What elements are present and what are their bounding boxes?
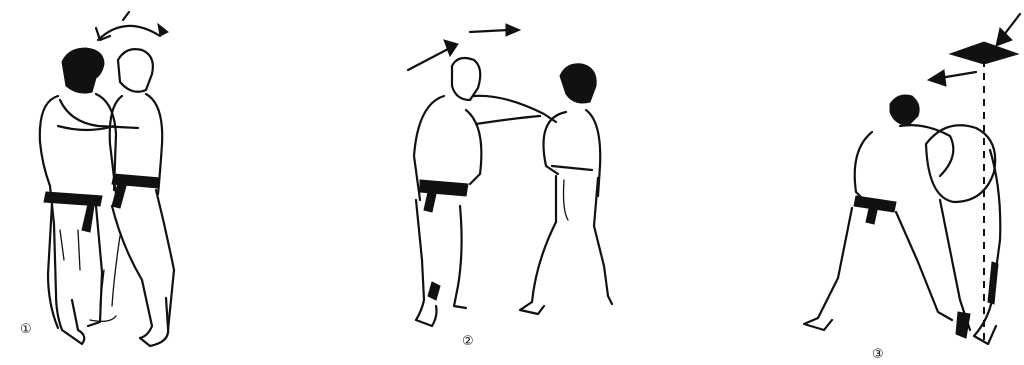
panel-3: ③ — [804, 14, 1020, 362]
panel-2: ② — [408, 24, 612, 349]
step-number-2: ② — [462, 334, 474, 349]
judoka-left — [804, 95, 953, 330]
circular-arrow-icon — [96, 12, 168, 40]
arrow-icon — [928, 14, 1020, 346]
arrow-icon — [408, 24, 520, 70]
panel-1: ① — [20, 12, 174, 346]
judoka-right — [520, 64, 612, 314]
step-number-1: ① — [20, 322, 32, 337]
step-number-3: ③ — [872, 347, 884, 362]
judoka-right — [90, 49, 174, 346]
